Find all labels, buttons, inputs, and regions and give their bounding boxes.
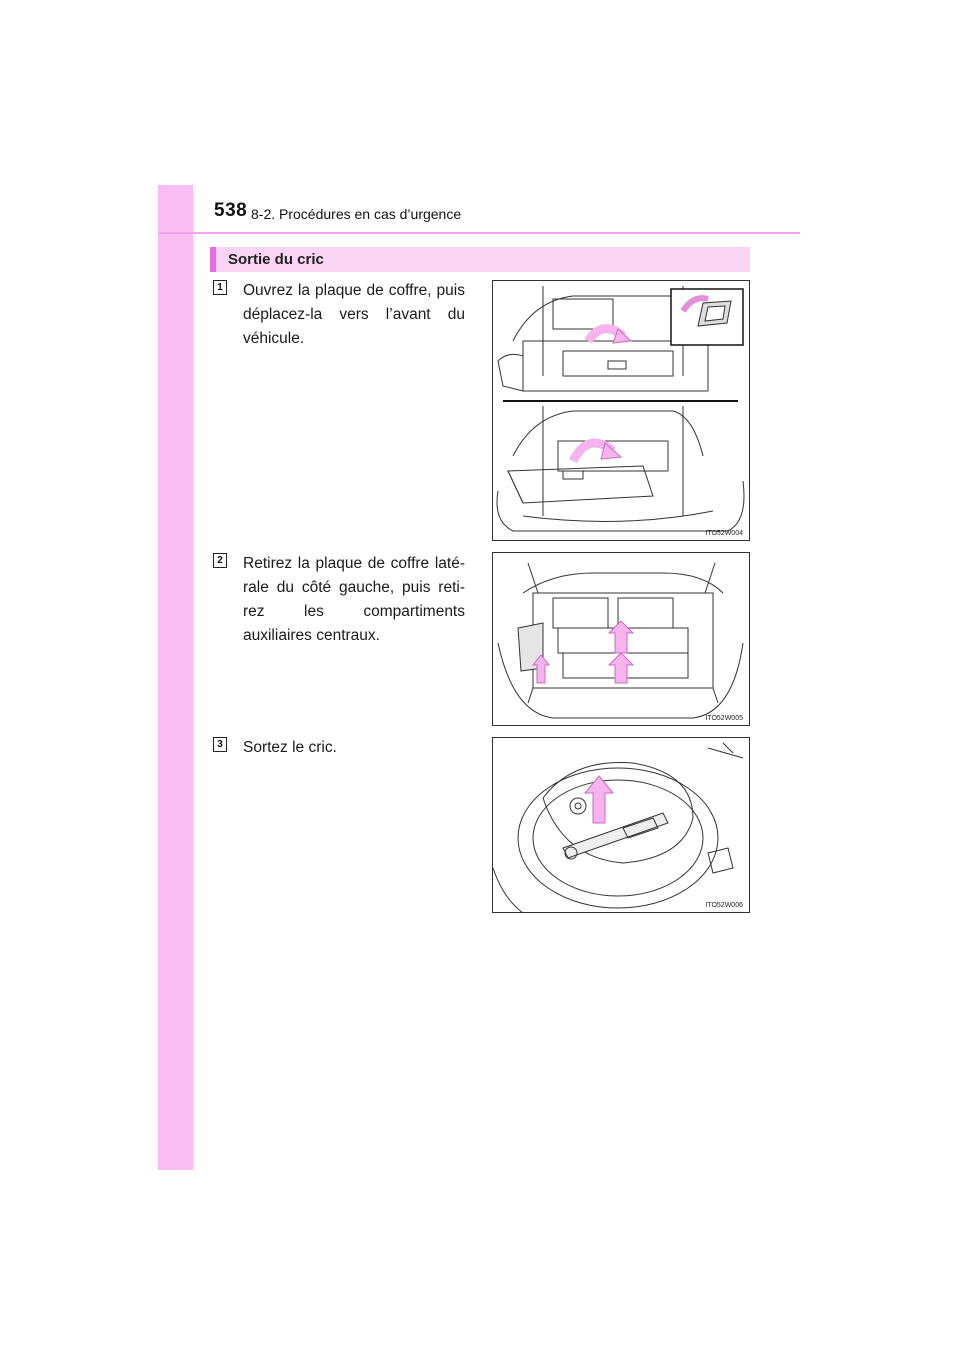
subsection-header: Sortie du cric [210, 247, 750, 272]
step-text-2: Retirez la plaque de coffre laté- rale d… [243, 555, 465, 644]
trunk-board-illustration [496, 286, 745, 532]
chapter-tab-band [158, 185, 193, 1170]
page-number: 538 [214, 200, 248, 221]
figure-1: ITO52W004 [492, 280, 750, 541]
figure-code-2: ITO52W005 [705, 715, 743, 722]
figure-code-1: ITO52W004 [705, 530, 743, 537]
step-number-2: 2 [213, 553, 227, 568]
figure-3: ITO52W006 [492, 737, 750, 913]
figure-code-3: ITO52W006 [705, 902, 743, 909]
header-divider [158, 232, 800, 234]
figure-2: ITO52W005 [492, 552, 750, 726]
step-text-3: Sortez le cric. [243, 739, 337, 756]
step-number-1: 1 [213, 280, 227, 295]
section-title: 8-2. Procédures en cas d’urgence [251, 206, 462, 222]
jack-removal-illustration [493, 742, 744, 912]
step-number-3: 3 [213, 737, 227, 752]
subsection-title: Sortie du cric [228, 251, 324, 268]
side-compartment-illustration [497, 562, 744, 719]
step-text-1: Ouvrez la plaque de coffre, puis déplace… [243, 282, 465, 347]
